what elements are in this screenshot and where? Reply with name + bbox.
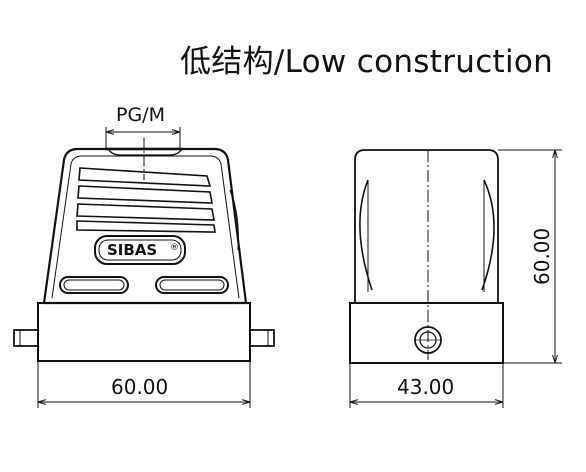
right-latch-slot: [155, 276, 229, 294]
side-height-dimension: [498, 149, 562, 364]
drawing-title: 低结构/Low construction: [180, 44, 554, 80]
brand-text: SIBAS: [107, 241, 157, 259]
right-peg: [249, 329, 275, 347]
side-hood-outline: [354, 149, 499, 304]
side-base: [349, 302, 504, 364]
side-height-label: 60.00: [530, 228, 554, 285]
front-hood-inner-rim: [51, 155, 240, 299]
brand-plate: [94, 235, 186, 265]
side-width-dimension: [349, 364, 504, 408]
brand-registered-mark: ®: [170, 243, 179, 253]
pg-label: PG/M: [116, 104, 165, 126]
front-width-dimension: [37, 362, 251, 408]
front-width-label: 60.00: [111, 375, 168, 399]
side-view: [349, 149, 504, 364]
front-hood-outline: [42, 147, 248, 305]
front-base: [37, 302, 251, 362]
grip-ribs: [76, 167, 216, 233]
side-width-label: 43.00: [397, 375, 454, 399]
left-latch-slot: [59, 276, 129, 294]
pg-dimension: [105, 127, 181, 150]
left-peg: [13, 329, 39, 347]
front-view: [13, 147, 275, 362]
